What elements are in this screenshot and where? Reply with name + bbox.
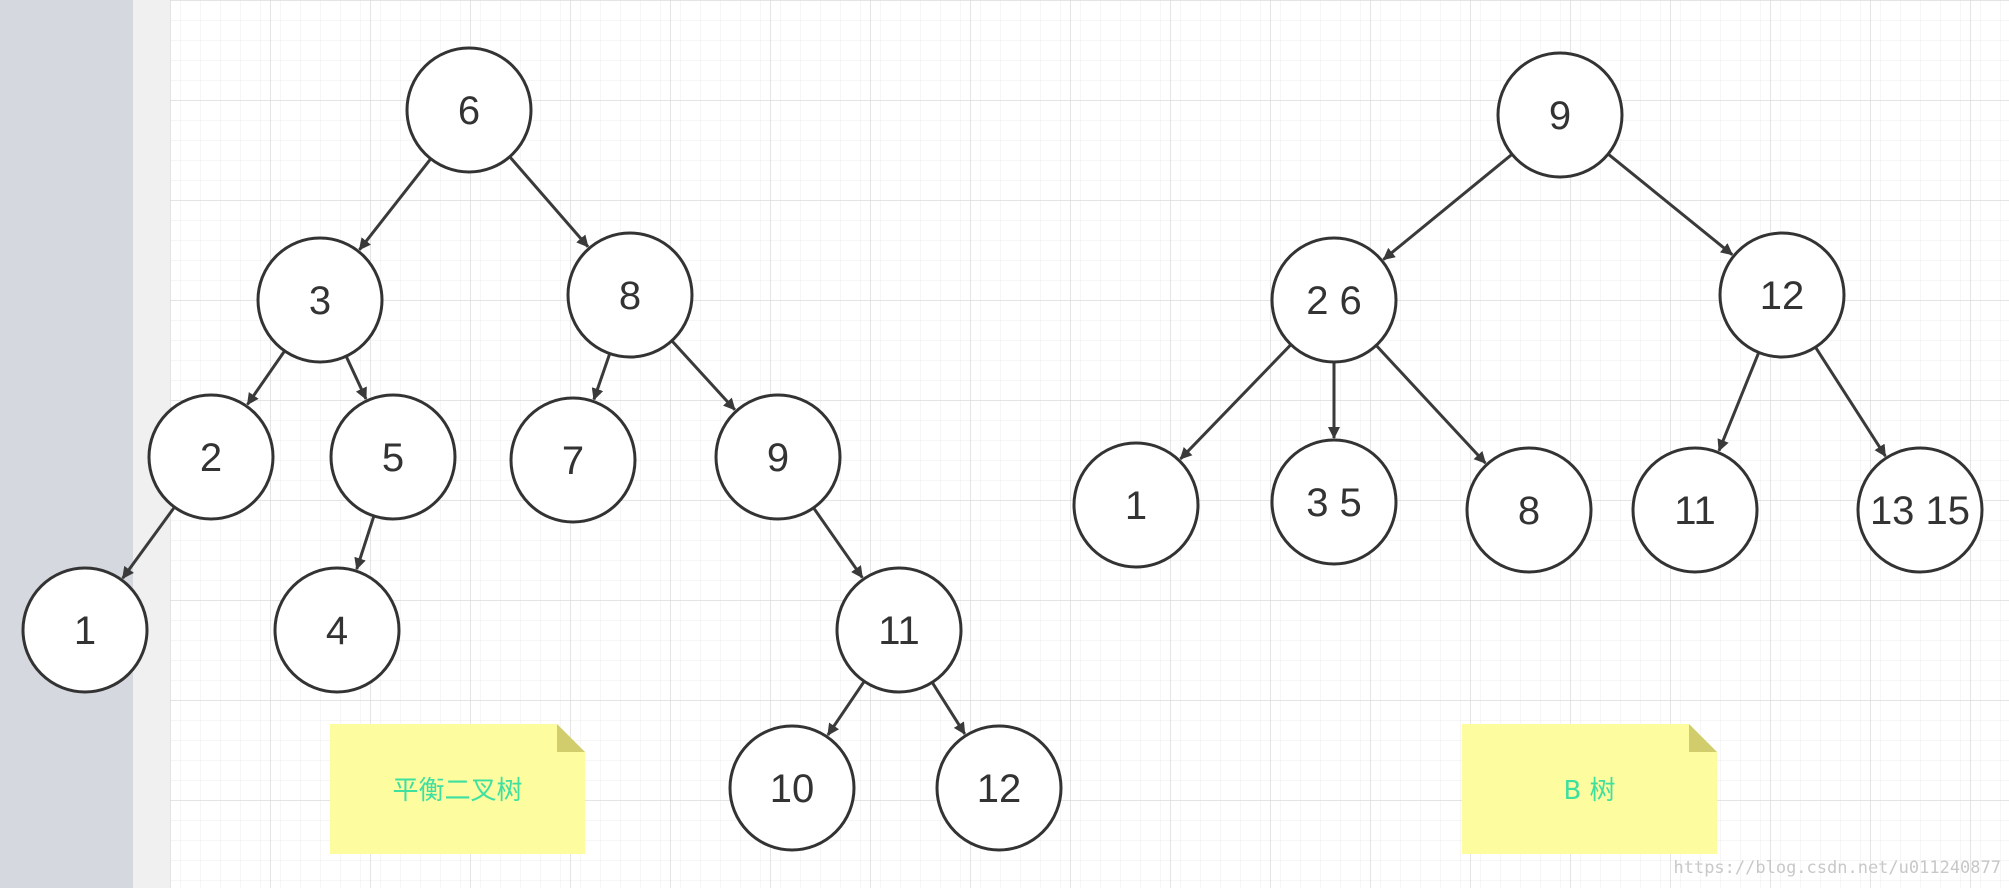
node-b-3-5[interactable]: 3 5 bbox=[1270, 438, 1398, 566]
node-label: 9 bbox=[1549, 94, 1571, 138]
node-avl-9[interactable]: 9 bbox=[714, 393, 842, 521]
node-b-8[interactable]: 8 bbox=[1465, 446, 1593, 574]
node-circle bbox=[405, 46, 533, 174]
node-avl-1[interactable]: 1 bbox=[21, 566, 149, 694]
node-circle bbox=[728, 724, 856, 852]
node-avl-5[interactable]: 5 bbox=[329, 393, 457, 521]
node-label: 10 bbox=[770, 767, 815, 811]
node-circle bbox=[329, 393, 457, 521]
edge-avl-11-to-avl-10 bbox=[826, 681, 865, 736]
edge-avl-11-to-avl-12 bbox=[931, 682, 967, 735]
node-label: 8 bbox=[1518, 489, 1540, 533]
left-panel bbox=[0, 0, 133, 888]
edge-avl-2-to-avl-1 bbox=[121, 507, 176, 580]
node-label: 4 bbox=[326, 609, 348, 653]
edge-b-2-6-to-b-8 bbox=[1375, 345, 1487, 465]
node-label: 2 bbox=[200, 436, 222, 480]
node-label: 2 6 bbox=[1306, 279, 1362, 323]
edge-avl-3-to-avl-2 bbox=[246, 350, 286, 406]
sticky-note-fold bbox=[557, 724, 585, 752]
node-circle bbox=[1856, 446, 1984, 574]
edge-b-9-to-b-12 bbox=[1607, 153, 1734, 256]
edge-b-9-to-b-2-6 bbox=[1382, 153, 1513, 261]
node-circle bbox=[1072, 441, 1200, 569]
edge-avl-5-to-avl-4 bbox=[354, 516, 376, 571]
node-circle bbox=[1496, 51, 1624, 179]
node-b-9[interactable]: 9 bbox=[1496, 51, 1624, 179]
sticky-note-body bbox=[330, 724, 585, 854]
node-label: 13 15 bbox=[1870, 489, 1970, 533]
node-b-2-6[interactable]: 2 6 bbox=[1270, 236, 1398, 364]
edge-avl-6-to-avl-8 bbox=[509, 156, 590, 248]
node-label: 7 bbox=[562, 439, 584, 483]
node-label: 12 bbox=[1760, 274, 1805, 318]
sticky-note-label: 平衡二叉树 bbox=[392, 776, 522, 806]
node-avl-6[interactable]: 6 bbox=[405, 46, 533, 174]
node-circle bbox=[835, 566, 963, 694]
node-circle bbox=[1631, 446, 1759, 574]
node-avl-3[interactable]: 3 bbox=[256, 236, 384, 364]
nodes-layer: 6 3 8 2 5 7 9 1 4 11 10 12 9 2 6 12 1 3 5 8 11 13 15 bbox=[21, 46, 1984, 852]
node-avl-11[interactable]: 11 bbox=[835, 566, 963, 694]
node-b-1[interactable]: 1 bbox=[1072, 441, 1200, 569]
node-circle bbox=[1465, 446, 1593, 574]
node-avl-2[interactable]: 2 bbox=[147, 393, 275, 521]
sticky-note-btree[interactable]: B 树 bbox=[1462, 724, 1717, 854]
node-circle bbox=[1718, 231, 1846, 359]
node-circle bbox=[256, 236, 384, 364]
node-label: 5 bbox=[382, 436, 404, 480]
edge-avl-9-to-avl-11 bbox=[812, 507, 864, 579]
edge-avl-6-to-avl-3 bbox=[358, 158, 432, 251]
node-b-13-15[interactable]: 13 15 bbox=[1856, 446, 1984, 574]
node-avl-10[interactable]: 10 bbox=[728, 724, 856, 852]
sticky-note-body bbox=[1462, 724, 1717, 854]
sticky-note-avl[interactable]: 平衡二叉树 bbox=[330, 724, 585, 854]
node-circle bbox=[1270, 438, 1398, 566]
node-label: 3 bbox=[309, 279, 331, 323]
watermark: https://blog.csdn.net/u011240877 bbox=[1673, 858, 2001, 878]
node-label: 11 bbox=[1674, 489, 1716, 533]
node-avl-4[interactable]: 4 bbox=[273, 566, 401, 694]
edge-avl-8-to-avl-9 bbox=[671, 340, 736, 411]
node-label: 1 bbox=[1125, 484, 1147, 528]
node-circle bbox=[21, 566, 149, 694]
node-circle bbox=[566, 231, 694, 359]
node-circle bbox=[273, 566, 401, 694]
edge-b-2-6-to-b-1 bbox=[1179, 344, 1292, 461]
notes-layer: 平衡二叉树 B 树 bbox=[330, 724, 1717, 854]
sticky-note-label: B 树 bbox=[1563, 776, 1615, 806]
edge-avl-8-to-avl-7 bbox=[591, 354, 611, 401]
node-label: 6 bbox=[458, 89, 480, 133]
node-b-12[interactable]: 12 bbox=[1718, 231, 1846, 359]
node-label: 8 bbox=[619, 274, 641, 318]
node-avl-12[interactable]: 12 bbox=[935, 724, 1063, 852]
node-label: 11 bbox=[878, 609, 920, 653]
sticky-note-fold bbox=[1689, 724, 1717, 752]
node-circle bbox=[147, 393, 275, 521]
node-b-11[interactable]: 11 bbox=[1631, 446, 1759, 574]
node-avl-7[interactable]: 7 bbox=[509, 396, 637, 524]
node-circle bbox=[714, 393, 842, 521]
node-label: 12 bbox=[977, 767, 1022, 811]
edge-b-12-to-b-11 bbox=[1717, 352, 1760, 452]
edges-layer bbox=[121, 153, 1887, 736]
node-circle bbox=[1270, 236, 1398, 364]
node-label: 3 5 bbox=[1306, 481, 1362, 525]
edge-avl-3-to-avl-5 bbox=[345, 356, 368, 400]
edge-b-12-to-b-13-15 bbox=[1814, 347, 1887, 457]
node-label: 1 bbox=[74, 609, 96, 653]
node-circle bbox=[509, 396, 637, 524]
node-avl-8[interactable]: 8 bbox=[566, 231, 694, 359]
node-circle bbox=[935, 724, 1063, 852]
node-label: 9 bbox=[767, 436, 789, 480]
